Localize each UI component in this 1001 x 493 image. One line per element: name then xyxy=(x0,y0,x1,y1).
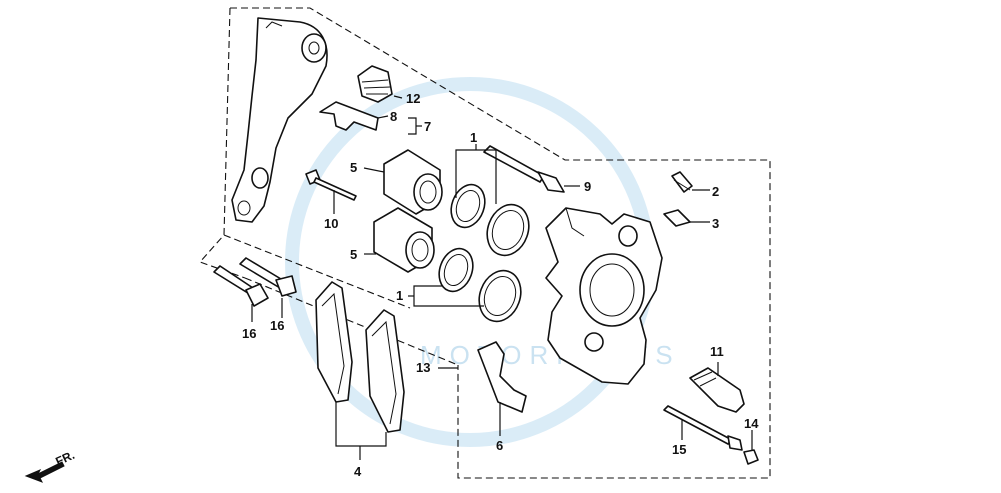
callout-1-upper: 1 xyxy=(470,130,477,145)
part-pin-15 xyxy=(663,405,743,451)
callout-2: 2 xyxy=(712,184,719,199)
part-cap-3 xyxy=(663,209,691,227)
part-pin-9 xyxy=(483,145,565,193)
part-bolt-16b xyxy=(239,257,297,297)
caliper-body xyxy=(545,207,663,385)
callout-5-lower: 5 xyxy=(350,247,357,262)
callout-11: 11 xyxy=(710,344,724,359)
part-spring-6 xyxy=(477,341,527,413)
callout-12: 12 xyxy=(406,91,420,106)
callout-16-right: 16 xyxy=(270,318,284,333)
callout-3: 3 xyxy=(712,216,719,231)
front-label: FR. xyxy=(53,448,76,469)
part-pad-left xyxy=(315,281,353,403)
leader-lines xyxy=(251,95,753,460)
part-bolt-11 xyxy=(689,367,745,413)
callout-7: 7 xyxy=(424,119,431,134)
callout-8: 8 xyxy=(390,109,397,124)
part-seals-1 xyxy=(438,183,530,323)
part-boot-12 xyxy=(357,65,393,103)
part-bolt-16a xyxy=(213,265,269,307)
callout-1-lower: 1 xyxy=(396,288,403,303)
part-piston-lower xyxy=(373,207,435,273)
callouts: 1 1 2 3 4 5 5 6 7 8 9 10 11 12 13 14 15 … xyxy=(242,91,759,479)
part-retainer-8 xyxy=(319,101,379,131)
callout-6: 6 xyxy=(496,438,503,453)
callout-14: 14 xyxy=(744,416,759,431)
part-piston-upper xyxy=(383,149,443,215)
part-bolt-10 xyxy=(305,169,357,201)
callout-10: 10 xyxy=(324,216,338,231)
caliper-bracket xyxy=(231,17,328,223)
callout-5-upper: 5 xyxy=(350,160,357,175)
part-bleeder-2 xyxy=(671,171,693,193)
callout-9: 9 xyxy=(584,179,591,194)
front-arrow-icon xyxy=(24,461,65,483)
callout-16-left: 16 xyxy=(242,326,256,341)
part-pad-right xyxy=(365,309,405,433)
front-direction-indicator: FR. xyxy=(24,448,77,483)
callout-13: 13 xyxy=(416,360,430,375)
part-nut-14 xyxy=(743,449,759,465)
callout-4: 4 xyxy=(354,464,362,479)
callout-15: 15 xyxy=(672,442,686,457)
